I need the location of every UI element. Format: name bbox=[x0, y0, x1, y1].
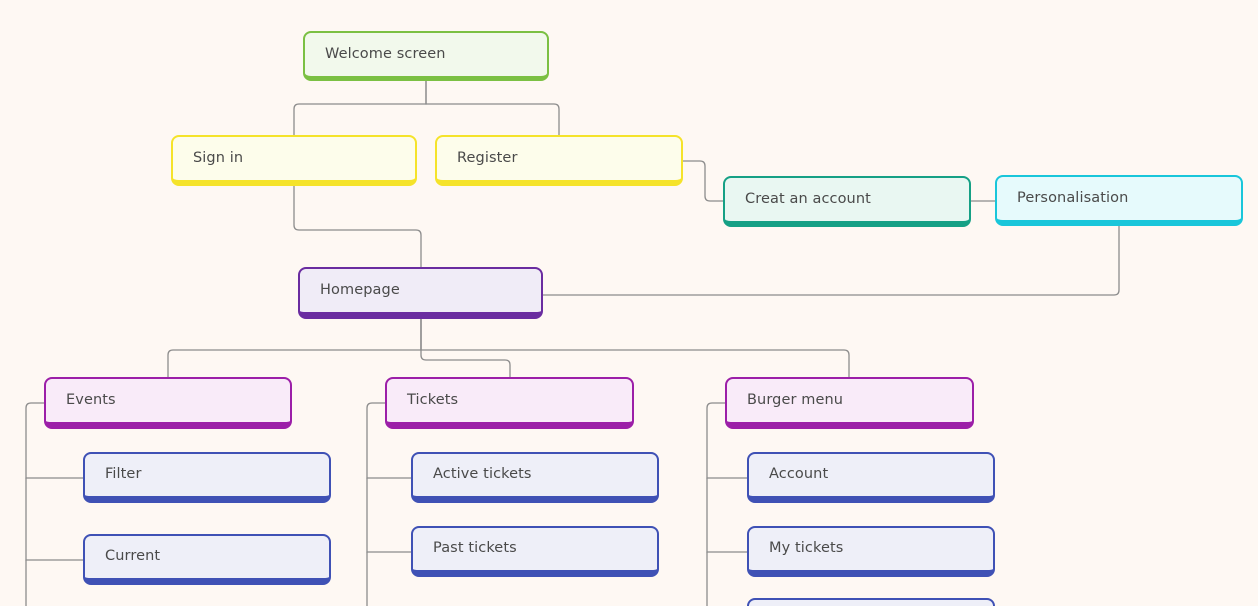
edge-events-to-current bbox=[25, 477, 84, 561]
node-label: Sign in bbox=[193, 149, 244, 166]
node-register[interactable]: Register bbox=[435, 135, 683, 186]
node-label: Events bbox=[66, 391, 116, 408]
edge-tickets-to-past bbox=[366, 477, 412, 553]
edge-homepage-to-burger bbox=[420, 318, 850, 378]
node-current[interactable]: Current bbox=[83, 534, 331, 585]
node-label: My tickets bbox=[769, 540, 844, 557]
node-label: Account bbox=[769, 466, 829, 483]
node-label: Burger menu bbox=[747, 391, 844, 408]
edge-homepage-to-events bbox=[167, 318, 422, 378]
node-label: Register bbox=[457, 149, 518, 166]
node-label: Active tickets bbox=[433, 466, 532, 483]
node-personal[interactable]: Personalisation bbox=[995, 175, 1243, 226]
node-label: Creat an account bbox=[745, 190, 871, 207]
node-label: Current bbox=[105, 548, 161, 565]
node-create[interactable]: Creat an account bbox=[723, 176, 971, 227]
node-burger-extra[interactable] bbox=[747, 598, 995, 606]
node-label: Welcome screen bbox=[325, 45, 446, 62]
node-filter[interactable]: Filter bbox=[83, 452, 331, 503]
node-signin[interactable]: Sign in bbox=[171, 135, 417, 186]
node-label: Filter bbox=[105, 466, 142, 483]
node-account[interactable]: Account bbox=[747, 452, 995, 503]
node-burger[interactable]: Burger menu bbox=[725, 377, 974, 429]
edge-register-to-create bbox=[682, 160, 724, 202]
edge-personal-to-homepage bbox=[542, 225, 1120, 296]
node-mytickets[interactable]: My tickets bbox=[747, 526, 995, 577]
node-homepage[interactable]: Homepage bbox=[298, 267, 543, 319]
node-active[interactable]: Active tickets bbox=[411, 452, 659, 503]
edge-burger-to-mytickets bbox=[706, 477, 748, 553]
edge-welcome-to-register bbox=[425, 80, 560, 136]
edge-signin-to-homepage bbox=[293, 185, 422, 268]
node-label: Personalisation bbox=[1017, 189, 1129, 206]
node-label: Past tickets bbox=[433, 540, 517, 557]
node-tickets[interactable]: Tickets bbox=[385, 377, 634, 429]
node-label: Tickets bbox=[407, 391, 459, 408]
node-label: Homepage bbox=[320, 281, 400, 298]
node-welcome[interactable]: Welcome screen bbox=[303, 31, 549, 81]
node-past[interactable]: Past tickets bbox=[411, 526, 659, 577]
edge-homepage-to-tickets bbox=[420, 318, 511, 378]
edge-welcome-to-signin bbox=[293, 80, 427, 136]
node-events[interactable]: Events bbox=[44, 377, 292, 429]
